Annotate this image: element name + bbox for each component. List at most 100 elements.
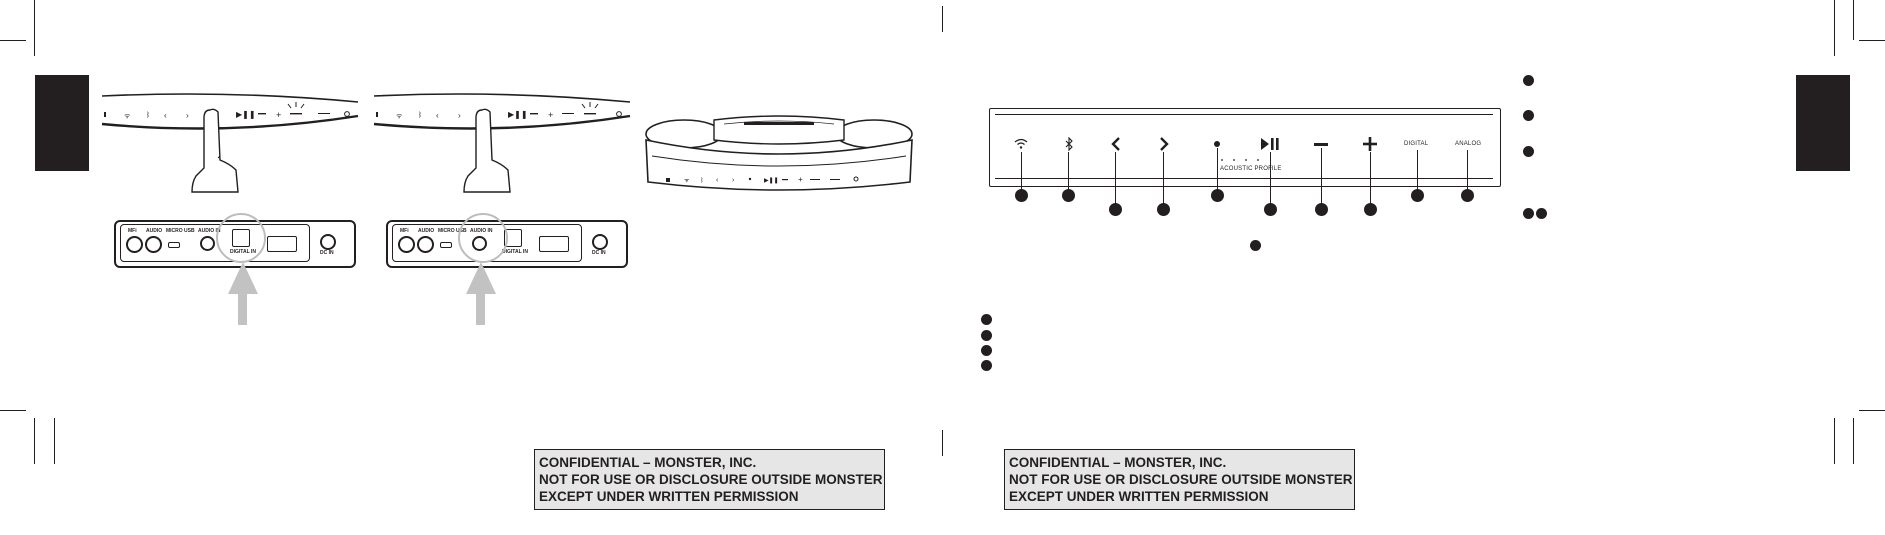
callout-leader [1217,148,1218,190]
acoustic-profile-label: ACOUSTIC PROFILE [1220,166,1282,172]
port-micro-usb [168,242,180,248]
port-dc-in [320,234,336,250]
port-label: DIGITAL IN [502,249,528,255]
svg-text:+: + [548,110,553,120]
svg-text:+: + [276,110,281,120]
crop-mark [0,410,26,411]
svg-text:▶❚❚: ▶❚❚ [236,110,256,119]
svg-text:ᯤ: ᯤ [124,113,131,120]
port-label: DC IN [592,250,606,256]
control-panel-inner-bottom [995,178,1493,179]
control-panel-inner-top [995,114,1493,115]
bullet-marker [1536,208,1547,219]
pointer-arrow-head [228,262,258,294]
port-mfi [126,236,143,253]
callout-marker [1211,189,1224,202]
port-dc-in [592,234,608,250]
bullet-marker [981,345,992,356]
highlight-circle [216,213,266,263]
analog-label: ANALOG [1455,141,1482,147]
crop-mark [54,418,55,464]
svg-text:›: › [732,177,735,184]
next-icon [1160,137,1169,151]
callout-leader [1068,152,1069,190]
notice-line: NOT FOR USE OR DISCLOSURE OUTSIDE MONSTE… [1009,472,1353,487]
crop-mark [942,6,943,32]
side-tab-left [35,75,89,171]
pointer-arrow-head [466,262,496,294]
bullet-marker [1523,146,1534,157]
crop-mark [1834,0,1835,56]
port-label: DC IN [320,250,334,256]
svg-text:ᯤ: ᯤ [396,113,403,120]
acoustic-profile-dot-icon [1214,141,1220,147]
port-label: MFi [400,228,409,234]
svg-text:+: + [798,175,803,184]
rear-panel-inner [120,224,310,262]
confidential-notice-right: CONFIDENTIAL – MONSTER, INC. NOT FOR USE… [1004,449,1355,510]
callout-leader [1417,150,1418,190]
port-label: MICRO USB [166,228,195,234]
port-label: AUDIO [146,228,163,234]
port-label: AUDIO [418,228,435,234]
speaker-front-illustration: ᯤ ᛒ ‹ › ▶❚❚ + [645,115,913,191]
notice-line: EXCEPT UNDER WRITTEN PERMISSION [539,489,799,504]
crop-mark [0,40,26,41]
svg-text:›: › [458,111,461,120]
port-label: AUDIO IN [198,228,221,234]
highlight-circle [458,213,508,263]
callout-marker [1411,189,1424,202]
port-label: MICRO USB [438,228,467,234]
svg-text:ᛒ: ᛒ [146,111,150,119]
callout-marker [1157,203,1170,216]
svg-text:▶❚❚: ▶❚❚ [764,177,779,184]
callout-leader [1270,152,1271,204]
callout-marker [1250,240,1261,251]
crop-mark [34,418,35,464]
bullet-marker [1523,110,1534,121]
pointer-arrow-shaft [476,292,485,325]
callout-marker [1315,203,1328,216]
svg-text:‹: ‹ [164,111,167,120]
confidential-notice-left: CONFIDENTIAL – MONSTER, INC. NOT FOR USE… [534,449,885,510]
port-audio-in [200,236,215,251]
callout-leader [1467,150,1468,190]
svg-text:ᛒ: ᛒ [418,111,422,119]
bullet-marker [981,314,992,325]
port-usb [539,236,569,252]
notice-line: CONFIDENTIAL – MONSTER, INC. [1009,455,1227,470]
bullet-marker [1523,75,1534,86]
port-usb [267,236,297,252]
crop-mark [34,0,35,56]
port-label: MFi [128,228,137,234]
callout-marker [1264,203,1277,216]
svg-text:‹: ‹ [436,111,439,120]
bullet-marker [981,360,992,371]
bluetooth-icon [1065,137,1073,151]
callout-marker [1364,203,1377,216]
svg-text:›: › [186,111,189,120]
callout-marker [1461,189,1474,202]
bullet-marker [981,330,992,341]
previous-icon [1111,137,1120,151]
speaker-top-illustration: ᯤ ᛒ ‹ › ▶❚❚ + [101,93,359,193]
callout-marker [1109,203,1122,216]
callout-leader [1163,152,1164,204]
pointer-arrow-shaft [238,292,247,325]
port-audio [417,236,434,253]
crop-mark [942,430,943,456]
side-tab-right [1796,75,1850,171]
callout-leader [1370,152,1371,204]
notice-line: NOT FOR USE OR DISCLOSURE OUTSIDE MONSTE… [539,472,883,487]
crop-mark [1834,418,1835,464]
port-audio [145,236,162,253]
callout-leader [1115,152,1116,204]
callout-leader [1321,148,1322,204]
speaker-top-illustration: ᯤ ᛒ ‹ › ▶❚❚ + [373,93,631,193]
svg-text:ᛒ: ᛒ [700,177,704,184]
control-panel-outline [989,108,1501,187]
crop-mark [1853,418,1854,464]
digital-label: DIGITAL [1404,141,1429,147]
notice-line: EXCEPT UNDER WRITTEN PERMISSION [1009,489,1269,504]
volume-up-icon [1363,137,1377,151]
